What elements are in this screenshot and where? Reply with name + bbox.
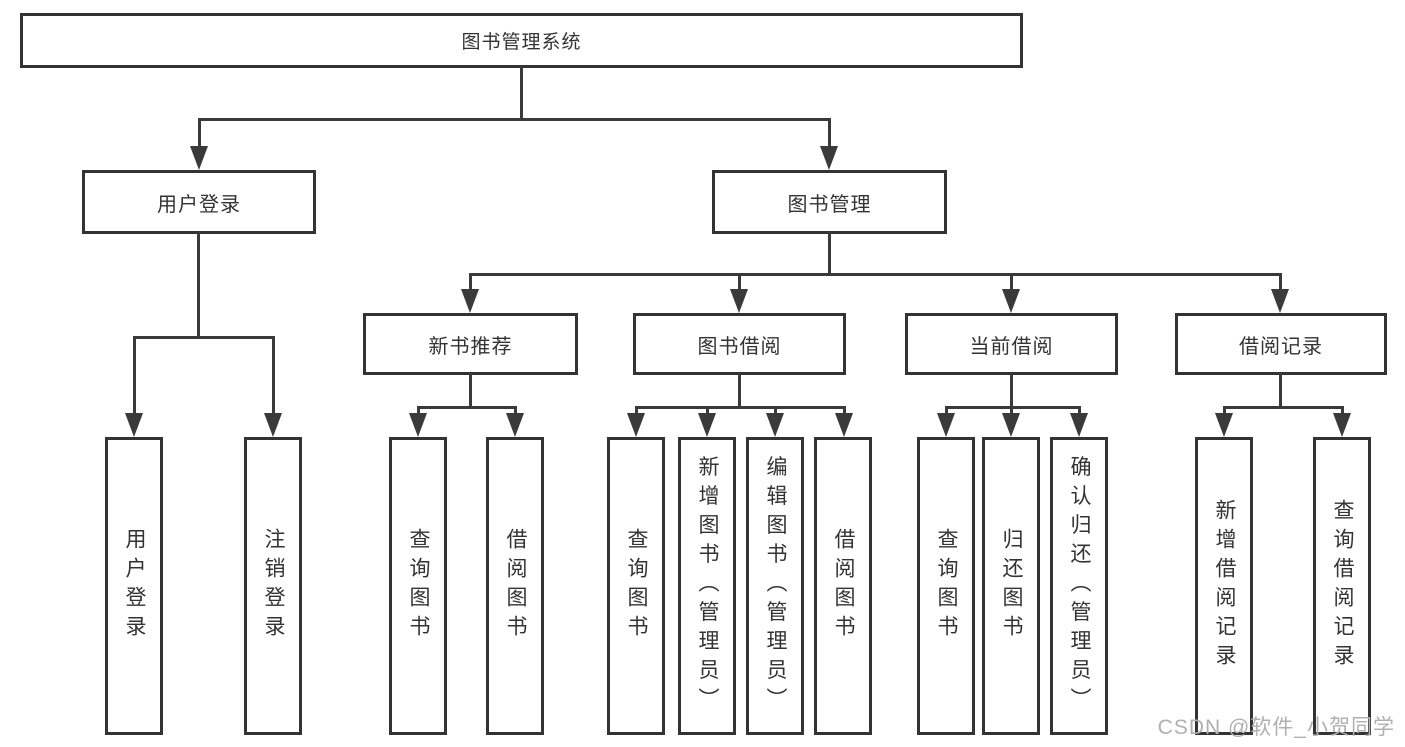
node-new-book-recommend: 新书推荐 <box>363 313 578 375</box>
node-label: 借阅图书 <box>832 528 855 644</box>
arrowhead-down-icon <box>461 289 479 313</box>
arrowhead-down-icon <box>766 413 784 437</box>
arrowhead-down-icon <box>1070 413 1088 437</box>
node-label: 新增图书（管理员） <box>696 455 719 717</box>
node-label: 查询图书 <box>935 528 958 644</box>
connector-stem-leaf <box>945 406 948 418</box>
node-label: 图书借阅 <box>697 335 782 358</box>
connector-book-management-branch <box>469 273 1282 276</box>
node-leaf-borrow-query-book: 查询图书 <box>607 437 665 735</box>
arrowhead-down-icon <box>1215 413 1233 437</box>
node-leaf-current-return-book: 归还图书 <box>982 437 1040 735</box>
arrowhead-down-icon <box>190 146 208 170</box>
node-leaf-records-add-record: 新增借阅记录 <box>1195 437 1253 735</box>
connector-book-borrow-branch <box>635 406 846 409</box>
node-label: 查询借阅记录 <box>1331 499 1354 673</box>
node-label: 归还图书 <box>1000 528 1023 644</box>
arrowhead-down-icon <box>506 413 524 437</box>
connector-user-login-branch <box>133 336 275 339</box>
node-leaf-current-confirm-return: 确认归还（管理员） <box>1050 437 1108 735</box>
connector-book-management-stem <box>828 232 831 275</box>
connector-user-login-stem <box>197 232 200 338</box>
connector-stem-leaf-logout <box>272 336 275 418</box>
node-label: 借阅图书 <box>504 528 527 644</box>
node-leaf-recommend-query-book: 查询图书 <box>389 437 447 735</box>
node-label: 查询图书 <box>625 528 648 644</box>
node-label: 用户登录 <box>157 193 241 216</box>
node-label: 查询图书 <box>407 528 430 644</box>
node-label: 图书管理 <box>787 193 872 216</box>
node-label: 用户登录 <box>123 528 146 644</box>
arrowhead-down-icon <box>698 413 716 437</box>
connector-new-book-stem <box>469 373 472 409</box>
node-book-management: 图书管理 <box>712 170 947 234</box>
connector-stem-borrow-records <box>1279 273 1282 295</box>
connector-stem-leaf <box>635 406 638 418</box>
node-root-system: 图书管理系统 <box>20 13 1023 68</box>
csdn-watermark: CSDN @软件_小贺同学 <box>1157 716 1395 739</box>
node-label: 注销登录 <box>262 528 285 644</box>
node-user-login: 用户登录 <box>82 170 316 234</box>
connector-stem-leaf <box>1341 406 1344 418</box>
arrowhead-down-icon <box>820 146 838 170</box>
connector-current-borrow-branch <box>945 406 1081 409</box>
connector-stem-new-book <box>469 273 472 295</box>
connector-stem-leaf <box>706 406 709 418</box>
connector-root-branch <box>198 118 831 121</box>
node-leaf-logout: 注销登录 <box>244 437 302 735</box>
connector-stem-leaf <box>774 406 777 418</box>
node-label: 确认归还（管理员） <box>1068 455 1091 717</box>
connector-root-stem <box>520 66 523 120</box>
connector-stem-leaf-login <box>133 336 136 418</box>
arrowhead-down-icon <box>264 413 282 437</box>
node-book-borrow: 图书借阅 <box>633 313 846 375</box>
connector-stem-current-borrow <box>1010 273 1013 295</box>
connector-stem-leaf <box>514 406 517 418</box>
connector-stem-leaf <box>417 406 420 418</box>
node-borrow-records: 借阅记录 <box>1175 313 1387 375</box>
arrowhead-down-icon <box>1002 413 1020 437</box>
node-leaf-borrow-borrow-book: 借阅图书 <box>814 437 872 735</box>
node-label: 当前借阅 <box>969 335 1054 358</box>
arrowhead-down-icon <box>1333 413 1351 437</box>
connector-stem-book-borrow <box>738 273 741 295</box>
arrowhead-down-icon <box>409 413 427 437</box>
connector-book-borrow-stem <box>738 373 741 409</box>
connector-new-book-branch <box>417 406 517 409</box>
arrowhead-down-icon <box>1271 289 1289 313</box>
arrowhead-down-icon <box>730 289 748 313</box>
connector-stem-leaf <box>1078 406 1081 418</box>
node-label: 图书管理系统 <box>461 32 582 53</box>
connector-stem-leaf <box>1010 406 1013 418</box>
node-leaf-records-query-record: 查询借阅记录 <box>1313 437 1371 735</box>
node-leaf-borrow-edit-book: 编辑图书（管理员） <box>746 437 804 735</box>
connector-borrow-records-stem <box>1279 373 1282 409</box>
node-label: 新书推荐 <box>428 335 513 358</box>
connector-stem-leaf <box>843 406 846 418</box>
node-label: 借阅记录 <box>1239 335 1323 358</box>
node-label: 编辑图书（管理员） <box>764 455 787 717</box>
connector-borrow-records-branch <box>1223 406 1344 409</box>
node-leaf-current-query-book: 查询图书 <box>917 437 975 735</box>
node-label: 新增借阅记录 <box>1213 499 1236 673</box>
arrowhead-down-icon <box>627 413 645 437</box>
arrowhead-down-icon <box>1002 289 1020 313</box>
connector-current-borrow-stem <box>1010 373 1013 409</box>
connector-stem-user-login <box>198 118 201 152</box>
node-leaf-borrow-add-book: 新增图书（管理员） <box>678 437 736 735</box>
node-current-borrow: 当前借阅 <box>905 313 1118 375</box>
node-leaf-user-login: 用户登录 <box>105 437 163 735</box>
arrowhead-down-icon <box>835 413 853 437</box>
connector-stem-book-management <box>828 118 831 152</box>
node-leaf-recommend-borrow-book: 借阅图书 <box>486 437 544 735</box>
arrowhead-down-icon <box>937 413 955 437</box>
arrowhead-down-icon <box>125 413 143 437</box>
connector-stem-leaf <box>1223 406 1226 418</box>
